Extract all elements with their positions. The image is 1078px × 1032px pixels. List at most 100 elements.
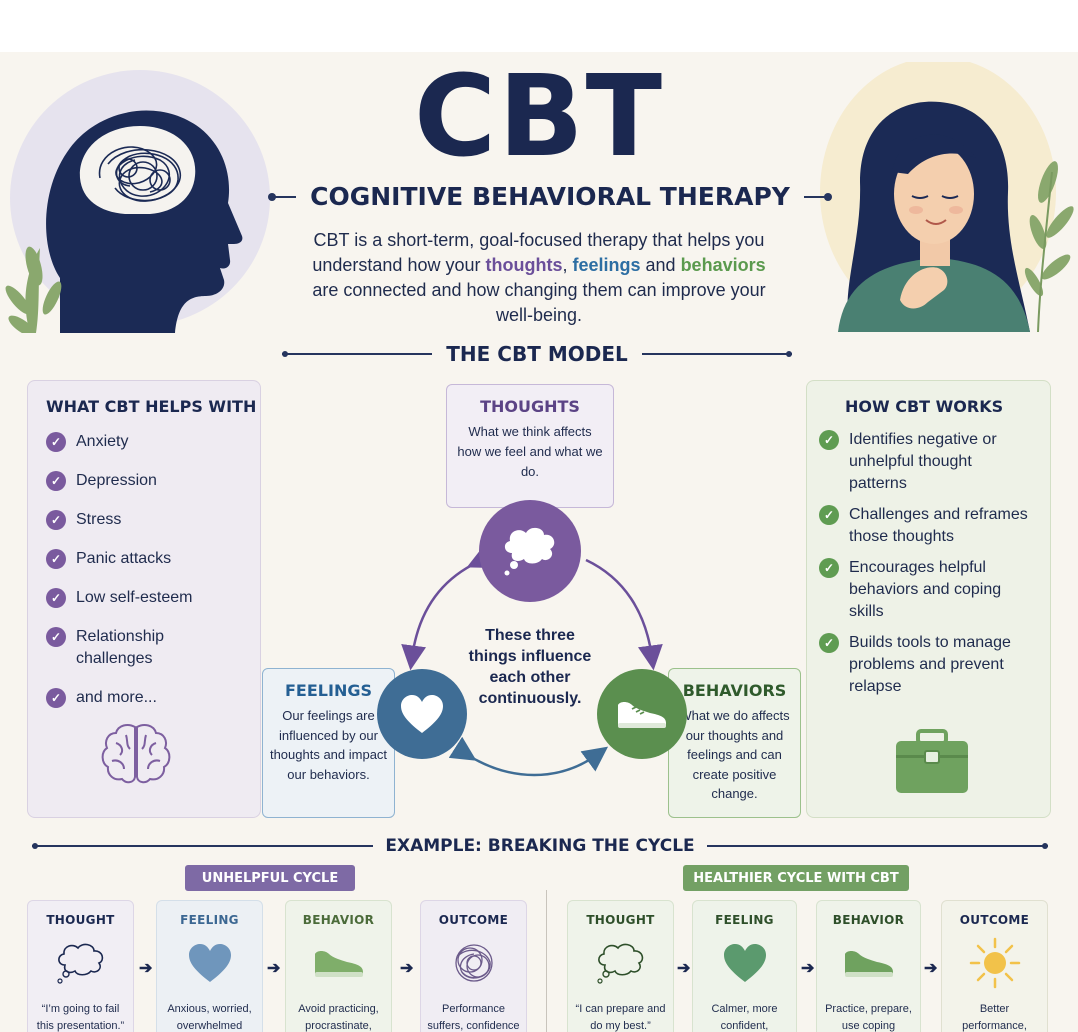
- helps-item-label: Anxiety: [76, 433, 129, 450]
- check-circle-icon: ✓: [819, 633, 839, 653]
- sneaker-icon: [817, 933, 920, 993]
- behaviors-card: BEHAVIORS What we do affects our thought…: [668, 668, 801, 818]
- step-text: Better performance, confidence grows,: [962, 1003, 1027, 1032]
- step-text: Practice, prepare, use coping: [825, 1003, 912, 1032]
- intro-text-start: CBT is a short-term, goal-focused therap…: [312, 230, 765, 275]
- thought-bubble-icon: [504, 527, 555, 576]
- arrow-right-icon: ➔: [139, 960, 153, 977]
- helps-item-label: Stress: [76, 511, 122, 528]
- arrow-right-icon: ➔: [924, 960, 938, 977]
- step-title: FEELING: [180, 913, 239, 927]
- works-item-label: Encourages helpful behaviors and coping …: [849, 559, 1002, 620]
- calm-woman-icon: [820, 62, 1074, 332]
- tangled-scribble-icon: [421, 933, 526, 993]
- healthier-thought-step: THOUGHT “I can prepare and do my best.”: [567, 900, 674, 1032]
- check-circle-icon: ✓: [819, 505, 839, 525]
- check-circle-icon: ✓: [46, 688, 66, 708]
- arrow-right-icon: ➔: [267, 960, 281, 977]
- works-panel: HOW CBT WORKS ✓Identifies negative or un…: [806, 380, 1051, 818]
- model-heading-row: THE CBT MODEL: [282, 342, 793, 366]
- list-item: ✓Builds tools to manage problems and pre…: [819, 632, 1044, 698]
- step-title: BEHAVIOR: [302, 913, 375, 927]
- arrow-right-icon: ➔: [677, 960, 691, 977]
- check-circle-icon: ✓: [819, 558, 839, 578]
- thoughts-node: [479, 500, 581, 602]
- arrow-thoughts-to-behaviors: [585, 558, 663, 671]
- example-rule-right: [706, 843, 1049, 848]
- list-item: ✓ Low self-esteem: [46, 587, 206, 609]
- check-circle-icon: ✓: [46, 627, 66, 647]
- step-title: THOUGHT: [46, 913, 115, 927]
- works-list: ✓ Identifies negative or unhelpful though…: [819, 429, 1044, 707]
- thought-bubble-icon: [568, 933, 673, 993]
- intro-comma: ,: [562, 255, 573, 275]
- page-title: CBT: [414, 52, 664, 182]
- sneaker-icon: [286, 933, 391, 993]
- check-circle-icon: ✓: [46, 510, 66, 530]
- healthier-cycle-label: HEALTHIER CYCLE WITH CBT: [683, 865, 909, 891]
- subtitle-row: COGNITIVE BEHAVIORAL THERAPY: [267, 182, 833, 211]
- helps-item-label: Panic attacks: [76, 550, 172, 567]
- model-title: THE CBT MODEL: [446, 342, 628, 366]
- arrow-feelings-behaviors: [448, 736, 609, 777]
- works-item-label: Identifies negative or unhelpful thought…: [849, 431, 997, 492]
- heart-icon: [693, 933, 796, 993]
- step-title: FEELING: [715, 913, 774, 927]
- list-item: ✓ Panic attacks: [46, 548, 206, 570]
- step-text: Calmer, more confident,: [711, 1003, 778, 1032]
- toolbox-icon: [896, 729, 968, 793]
- check-circle-icon: ✓: [46, 432, 66, 452]
- check-circle-icon: ✓: [46, 549, 66, 569]
- model-rule-right: [641, 351, 793, 356]
- intro-behaviors-highlight: behaviors: [680, 255, 766, 275]
- unhelpful-behavior-step: BEHAVIOR Avoid practicing, procrastinate…: [285, 900, 392, 1032]
- step-text: “I’m going to fail this presentation.”: [36, 1003, 125, 1032]
- list-item: ✓ Relationship challenges: [46, 626, 206, 670]
- intro-text-end: are connected and how changing them can …: [312, 280, 766, 325]
- helps-item-label: Depression: [76, 472, 157, 489]
- arrow-right-icon: ➔: [801, 960, 815, 977]
- head-with-tangled-brain-icon: [5, 70, 270, 333]
- sun-icon: [942, 933, 1047, 993]
- list-item: ✓ Challenges and reframes those thoughts: [819, 504, 1044, 548]
- check-circle-icon: ✓: [46, 588, 66, 608]
- unhelpful-thought-step: THOUGHT “I’m going to fail this presenta…: [27, 900, 134, 1032]
- example-title: EXAMPLE: BREAKING THE CYCLE: [385, 836, 695, 856]
- helps-item-label: Relationship challenges: [76, 628, 165, 667]
- behaviors-title: BEHAVIORS: [682, 681, 787, 700]
- step-text: Performance suffers, confidence drops,: [427, 1003, 520, 1032]
- healthier-behavior-step: BEHAVIOR Practice, prepare, use coping: [816, 900, 921, 1032]
- infographic-canvas: CBT COGNITIVE BEHAVIORAL THERAPY CBT is …: [0, 52, 1078, 1032]
- list-item: ✓ Depression: [46, 470, 206, 492]
- helps-item-label: and more...: [76, 689, 157, 706]
- step-text: Anxious, worried, overwhelmed: [167, 1003, 252, 1032]
- intro-paragraph: CBT is a short-term, goal-focused therap…: [300, 228, 778, 328]
- feelings-desc: Our feelings are influenced by our thoug…: [269, 708, 388, 782]
- list-item: ✓ Anxiety: [46, 431, 206, 453]
- helps-title: WHAT CBT HELPS WITH: [46, 397, 257, 416]
- sneaker-icon: [618, 702, 666, 728]
- example-rule-left: [32, 843, 374, 848]
- list-item: ✓Identifies negative or unhelpful though…: [819, 429, 1044, 495]
- subtitle-rule-right: [803, 192, 833, 201]
- brain-icon: [101, 724, 171, 784]
- subtitle-rule-left: [267, 192, 297, 201]
- behaviors-desc: What we do affects our thoughts and feel…: [679, 708, 790, 801]
- unhelpful-feeling-step: FEELING Anxious, worried, overwhelmed: [156, 900, 263, 1032]
- page-subtitle: COGNITIVE BEHAVIORAL THERAPY: [310, 182, 790, 211]
- works-item-label: Challenges and reframes those thoughts: [849, 506, 1028, 545]
- helps-panel: WHAT CBT HELPS WITH ✓ Anxiety ✓ Depression…: [27, 380, 261, 818]
- check-circle-icon: ✓: [46, 471, 66, 491]
- helps-item-label: Low self-esteem: [76, 589, 193, 606]
- heart-icon: [157, 933, 262, 993]
- feelings-card: FEELINGS Our feelings are influenced by …: [262, 668, 395, 818]
- healthier-outcome-step: OUTCOME Better performance, confidence g…: [941, 900, 1048, 1032]
- step-text: Avoid practicing, procrastinate,: [298, 1003, 379, 1032]
- behaviors-node: [597, 669, 687, 759]
- cycle-arrows: [401, 545, 663, 777]
- step-title: BEHAVIOR: [832, 913, 905, 927]
- feelings-title: FEELINGS: [285, 681, 372, 700]
- healthier-feeling-step: FEELING Calmer, more confident,: [692, 900, 797, 1032]
- example-divider: [546, 890, 547, 1032]
- model-rule-left: [282, 351, 433, 356]
